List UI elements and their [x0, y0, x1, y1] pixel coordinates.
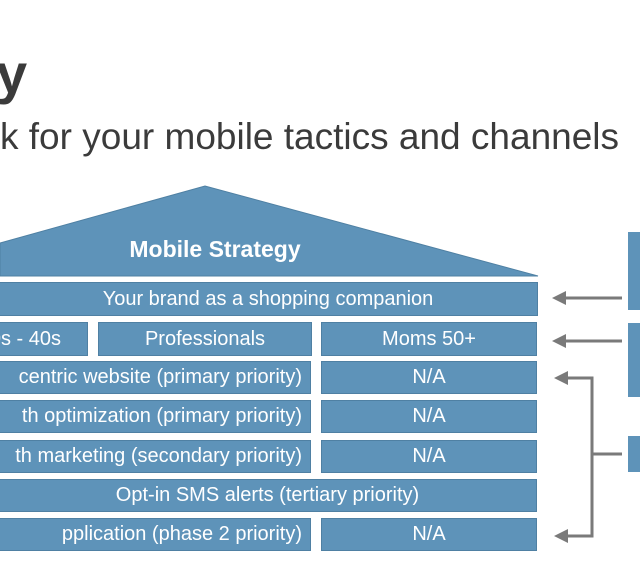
roof-label: Mobile Strategy — [129, 236, 301, 262]
arrow-head-segments — [552, 334, 566, 348]
row-search-optimization-na: N/A — [321, 400, 537, 433]
arrow-head-website — [554, 371, 568, 385]
row-application: pplication (phase 2 priority) — [0, 518, 311, 551]
arrow-head-tagline — [552, 291, 566, 305]
row-website: centric website (primary priority) — [0, 361, 311, 394]
row-search-marketing-na: N/A — [321, 440, 537, 473]
segment-professionals: Professionals — [98, 322, 312, 356]
row-search-marketing: th marketing (secondary priority) — [0, 440, 311, 473]
row-search-optimization: th optimization (primary priority) — [0, 400, 311, 433]
side-panel-bottom — [628, 436, 640, 472]
segment-moms: Moms 50+ — [321, 322, 537, 356]
row-sms-alerts: Opt-in SMS alerts (tertiary priority) — [0, 479, 537, 512]
side-panel-middle — [628, 323, 640, 397]
side-panel-top — [628, 232, 640, 310]
row-application-na: N/A — [321, 518, 537, 551]
arrow-head-application — [554, 529, 568, 543]
page-subtitle: k for your mobile tactics and channels — [0, 116, 620, 157]
row-website-na: N/A — [321, 361, 537, 394]
page-title: y — [0, 42, 28, 105]
tagline-bar: Your brand as a shopping companion — [0, 282, 538, 316]
segment-young: 0s - 40s — [0, 322, 88, 356]
